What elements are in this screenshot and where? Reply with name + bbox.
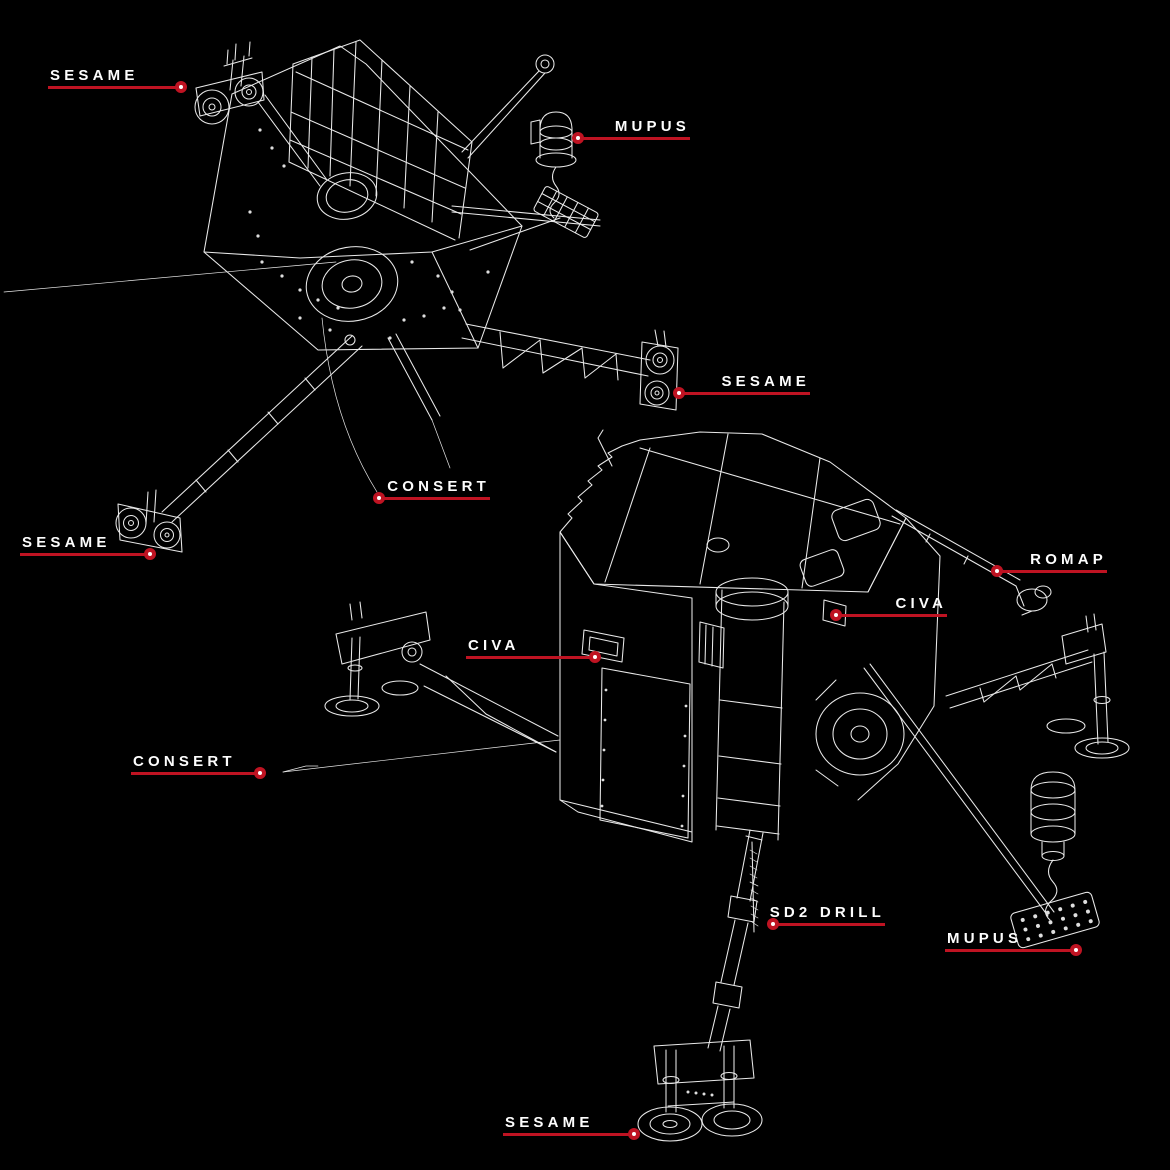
instrument-label: SESAME — [22, 533, 111, 551]
instrument-label: CIVA — [895, 594, 947, 612]
instrument-label: SESAME — [721, 372, 810, 390]
instrument-callout-mupus-top: MUPUS — [572, 119, 690, 144]
consert-antenna-down — [321, 317, 378, 493]
callout-dot-icon — [767, 918, 779, 930]
instrument-callout-sd2-drill: SD2 DRILL — [767, 905, 885, 930]
rivet-dots — [248, 128, 490, 340]
philae-lander-top-illustration — [3, 39, 679, 553]
instrument-callout-consert-left: CONSERT — [131, 754, 266, 779]
sesame-foot-top — [194, 41, 328, 187]
callout-dot-icon — [589, 651, 601, 663]
leg-center-bottom — [637, 829, 764, 1142]
instrument-label: MUPUS — [947, 929, 1023, 947]
leg-right-bottom — [945, 613, 1130, 759]
instrument-callout-civa-left: CIVA — [466, 638, 601, 663]
philae-lander-bottom-illustration — [282, 429, 1130, 1142]
leg-right — [461, 323, 679, 411]
instrument-column — [698, 577, 789, 841]
callout-dot-icon — [373, 492, 385, 504]
instrument-label: SESAME — [50, 66, 139, 84]
instrument-label: SESAME — [505, 1113, 594, 1131]
civa-camera-window — [581, 629, 625, 663]
instrument-label: ROMAP — [1030, 550, 1107, 568]
instrument-callout-sesame-mid-right: SESAME — [673, 374, 810, 399]
callout-dot-icon — [572, 132, 584, 144]
instrument-callout-civa-right: CIVA — [830, 596, 947, 621]
instrument-label: CIVA — [468, 636, 520, 654]
instrument-callout-sesame-bottom: SESAME — [503, 1115, 640, 1140]
instrument-callout-mupus-bottom: MUPUS — [945, 931, 1082, 956]
flywheel — [815, 679, 905, 787]
leg-lower-left — [115, 334, 363, 553]
instrument-label: CONSERT — [387, 477, 490, 495]
callout-dot-icon — [673, 387, 685, 399]
instrument-label: MUPUS — [614, 117, 690, 135]
door-rivets — [600, 688, 688, 828]
instrument-callout-sesame-top-left: SESAME — [48, 68, 187, 93]
consert-antenna-bottom — [282, 739, 561, 773]
mupus-instrument-bottom — [863, 663, 1100, 949]
instrument-label: SD2 DRILL — [769, 903, 885, 921]
callout-dot-icon — [175, 81, 187, 93]
mupus-instrument-top — [451, 54, 601, 251]
callout-dot-icon — [830, 609, 842, 621]
consert-antenna-left — [3, 261, 337, 293]
callout-dot-icon — [628, 1128, 640, 1140]
instrument-callout-sesame-left: SESAME — [20, 535, 156, 560]
leg-left-bottom — [324, 601, 559, 753]
callout-dot-icon — [144, 548, 156, 560]
instrument-callout-romap: ROMAP — [991, 552, 1107, 577]
sd2-drill-bit — [745, 835, 763, 933]
callout-dot-icon — [1070, 944, 1082, 956]
callout-dot-icon — [991, 565, 1003, 577]
instrument-callout-consert-mid: CONSERT — [373, 479, 490, 504]
instrument-label: CONSERT — [133, 752, 236, 770]
callout-dot-icon — [254, 767, 266, 779]
